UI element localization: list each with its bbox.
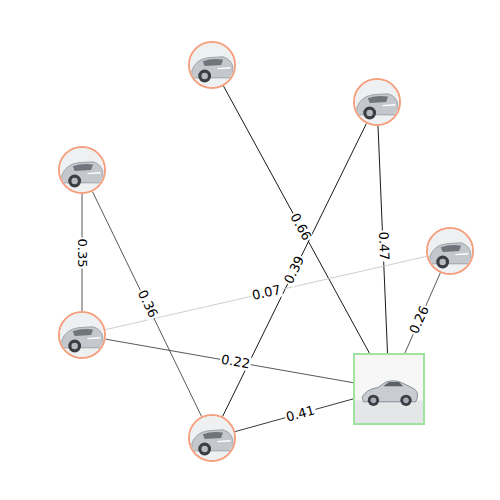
similarity-edge bbox=[106, 339, 353, 383]
edge-weight: 0.36 bbox=[134, 287, 160, 321]
car-photo bbox=[190, 43, 234, 87]
similarity-edge bbox=[105, 256, 426, 329]
edge-weight: 0.41 bbox=[284, 403, 318, 425]
edge-weight: 0.66 bbox=[287, 210, 314, 244]
car-photo bbox=[60, 148, 104, 192]
car-photo bbox=[428, 229, 472, 273]
image-node bbox=[426, 227, 474, 275]
edge-weight: 0.26 bbox=[407, 303, 432, 337]
similarity-edge bbox=[405, 273, 440, 353]
edge-weight: 0.07 bbox=[249, 283, 282, 304]
image-node bbox=[353, 78, 401, 126]
image-node bbox=[58, 146, 106, 194]
car-photo bbox=[190, 416, 234, 460]
query-image-node bbox=[353, 353, 425, 425]
image-node bbox=[188, 41, 236, 89]
car-photo bbox=[355, 355, 423, 423]
similarity-edge bbox=[92, 192, 201, 417]
edge-weight: 0.47 bbox=[375, 230, 390, 262]
similarity-edge bbox=[224, 86, 370, 353]
image-node bbox=[188, 414, 236, 462]
edge-weight: 0.22 bbox=[219, 352, 252, 371]
image-node bbox=[58, 311, 106, 359]
car-photo bbox=[60, 313, 104, 357]
car-photo bbox=[355, 80, 399, 124]
edge-weight: 0.35 bbox=[75, 237, 89, 268]
similarity-edge bbox=[235, 399, 353, 432]
edge-weight: 0.39 bbox=[281, 253, 307, 287]
